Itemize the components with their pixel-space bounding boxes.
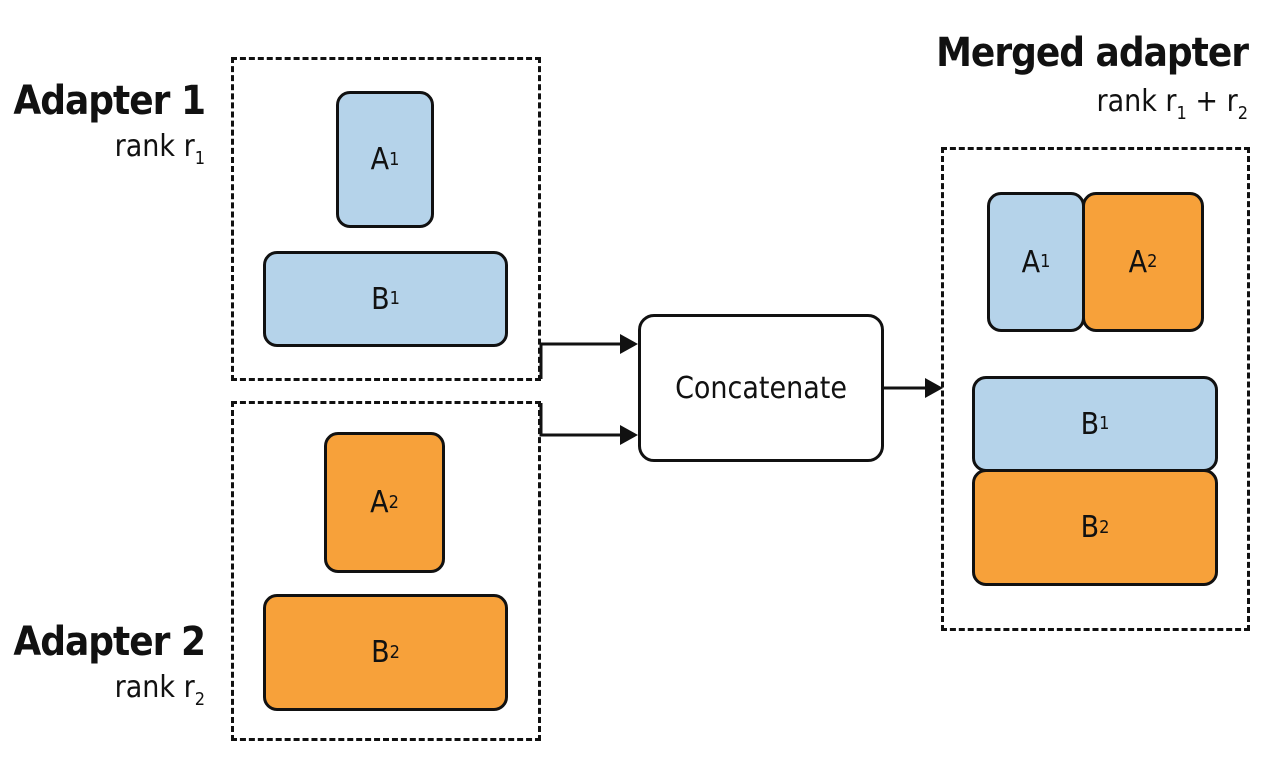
arrow-adapter-2-to-concatenate [539,403,638,445]
merged-adapter-box [941,147,1250,631]
adapter-2-rank: rank r2 [114,670,205,711]
adapter-2-title: Adapter 2 [13,619,206,665]
merged-adapter-rank: rank r1 + r2 [1096,84,1248,125]
concatenate-box: Concatenate [638,314,884,462]
adapter-1-box [231,57,541,381]
adapter-2-box [231,401,541,741]
arrow-concatenate-to-merged [884,378,943,398]
adapter-1-title: Adapter 1 [13,78,206,124]
merged-adapter-title: Merged adapter [936,30,1249,76]
adapter-1-rank: rank r1 [114,129,205,170]
arrow-adapter-1-to-concatenate [539,334,638,379]
